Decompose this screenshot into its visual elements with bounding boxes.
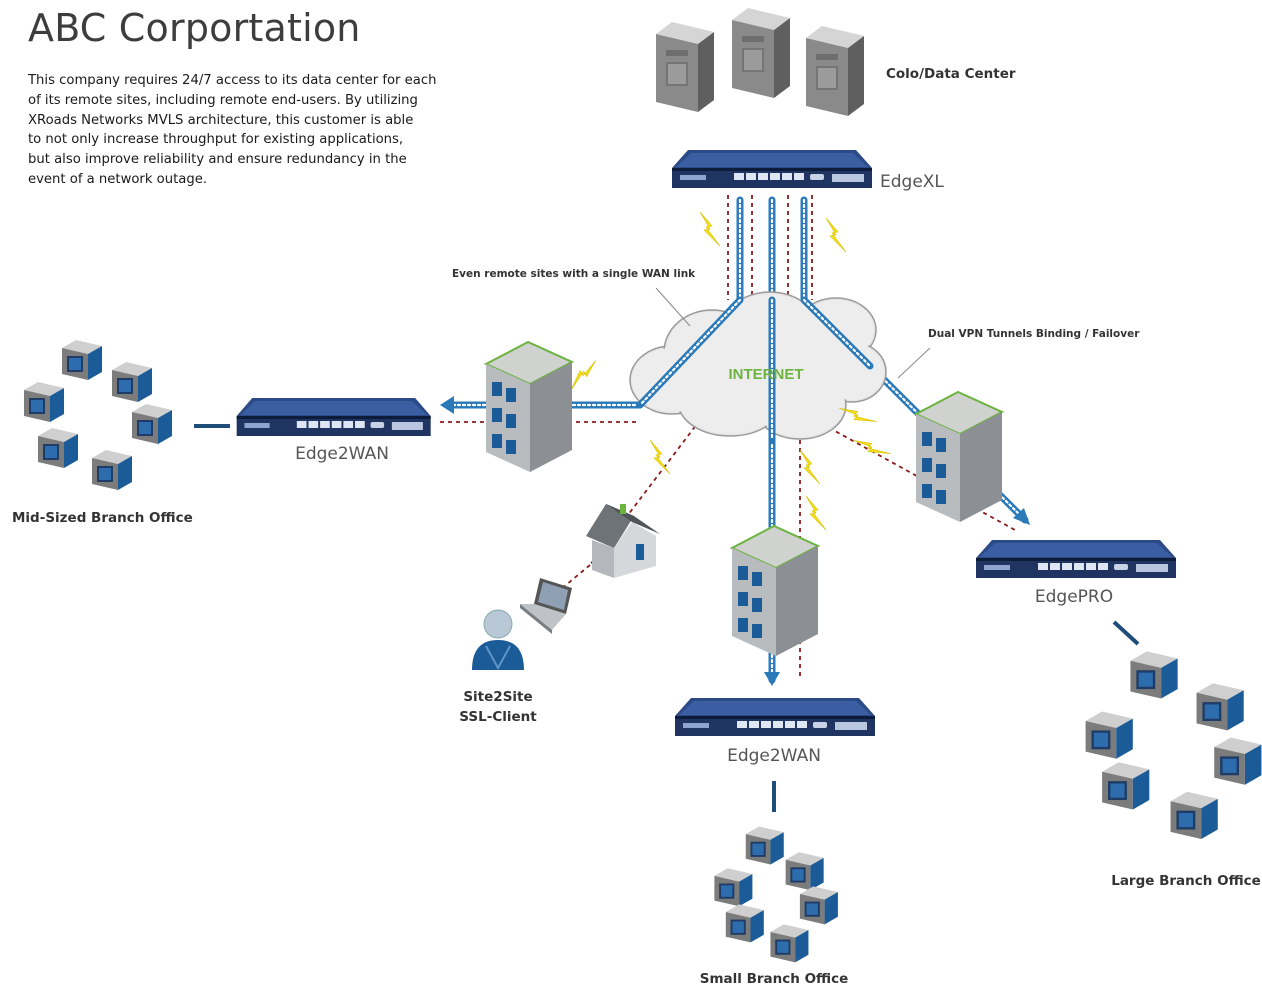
edgexl-label: EdgeXL xyxy=(880,172,944,192)
mid-branch-servers xyxy=(24,340,172,490)
server-tower-icon xyxy=(732,8,790,98)
annotation-leaders xyxy=(655,287,931,379)
house-icon xyxy=(586,504,660,578)
page-title: ABC Corportation xyxy=(28,6,361,50)
intro-line: but also improve reliability and ensure … xyxy=(28,152,407,168)
small-branch-label: Small Branch Office xyxy=(699,971,849,987)
lightning-bolt-icon xyxy=(799,449,821,485)
branch-connectors xyxy=(194,424,1140,812)
client-label-line1: Site2Site xyxy=(463,689,533,705)
lightning-bolt-icon xyxy=(699,211,721,247)
office-building-icon xyxy=(731,525,819,657)
dual-vpn-note: Dual VPN Tunnels Binding / Failover xyxy=(928,328,1140,340)
client-label-line2: SSL-Client xyxy=(459,709,537,725)
large-branch-label: Large Branch Office xyxy=(1111,873,1261,889)
edgexl-device-icon xyxy=(672,150,872,188)
internet-label: INTERNET xyxy=(729,366,804,383)
intro-paragraph: This company requires 24/7 access to its… xyxy=(28,71,498,190)
intro-line: XRoads Networks MVLS architecture, this … xyxy=(28,112,414,128)
server-tower-icon xyxy=(656,22,714,112)
intro-line: of its remote sites, including remote en… xyxy=(28,92,418,108)
large-branch-servers xyxy=(1085,651,1262,839)
lightning-bolt-icon xyxy=(805,495,827,531)
edgepro-label: EdgePRO xyxy=(1034,587,1114,607)
intro-line: This company requires 24/7 access to its… xyxy=(28,73,437,88)
edge2wan-bottom-device-icon xyxy=(675,698,875,736)
intro-line: event of a network outage. xyxy=(28,171,208,187)
edgepro-device-icon xyxy=(976,540,1176,578)
edge2wan-left-label: Edge2WAN xyxy=(295,444,389,464)
small-branch-servers xyxy=(714,826,838,963)
lightning-bolt-icon xyxy=(825,217,847,253)
user-icon xyxy=(472,609,524,671)
mid-branch-label: Mid-Sized Branch Office xyxy=(12,510,193,526)
office-building-icon xyxy=(485,341,573,473)
edge2wan-left-device-icon xyxy=(236,398,431,436)
colo-label: Colo/Data Center xyxy=(886,66,1016,82)
laptop-icon xyxy=(520,578,572,634)
lightning-bolt-icon xyxy=(853,427,891,467)
server-tower-icon xyxy=(806,26,864,116)
lightning-bolt-icon xyxy=(649,439,671,475)
intro-line: to not only increase throughput for exis… xyxy=(28,132,404,148)
vpn-tunnels-overlay xyxy=(636,296,874,444)
office-building-icon xyxy=(915,391,1003,523)
edge2wan-bottom-label: Edge2WAN xyxy=(727,746,821,766)
single-wan-note: Even remote sites with a single WAN link xyxy=(452,268,696,280)
